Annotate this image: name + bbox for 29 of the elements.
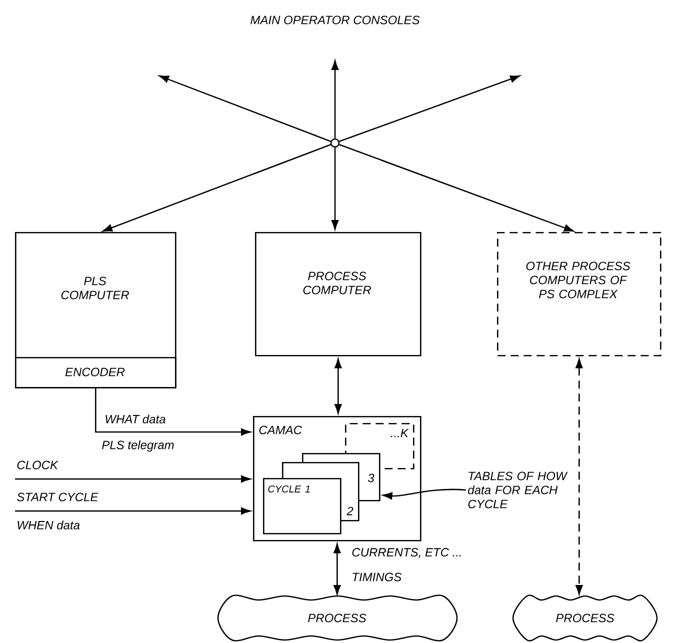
arrow (334, 544, 341, 595)
process-box: CYCLE 1 (263, 478, 342, 534)
edge-label: CLOCK (16, 460, 59, 470)
arrow (339, 144, 574, 232)
process-box: ENCODER (15, 357, 176, 388)
arrow (102, 144, 331, 232)
process-box: OTHER PROCESS COMPUTERS OF PS COMPLEX (497, 232, 662, 356)
arrow (576, 358, 583, 595)
arrow (95, 388, 251, 436)
title: MAIN OPERATOR CONSOLES (250, 16, 420, 24)
arrow (331, 60, 339, 138)
arrow (339, 75, 520, 142)
process-box: PROCESS COMPUTER (255, 232, 422, 356)
process-cloud: PROCESS (217, 594, 458, 642)
process-cloud: PROCESS (512, 594, 658, 642)
signal-label: PLS telegram (102, 440, 174, 452)
edge-label: WHAT data (104, 414, 167, 424)
arrow (15, 507, 251, 515)
note-text: TABLES OF HOW data FOR EACH CYCLE (468, 472, 568, 508)
arrow (331, 148, 339, 230)
arrow (15, 475, 251, 483)
arrow (334, 358, 342, 414)
leader-line (382, 488, 466, 500)
signal-label: TIMINGS (352, 572, 402, 582)
edge-label: CURRENTS, ETC ... (350, 547, 464, 559)
edge-label: START CYCLE (16, 492, 100, 502)
junction-circle (330, 138, 340, 148)
arrow (159, 75, 331, 142)
signal-label: WHEN data (18, 520, 80, 530)
